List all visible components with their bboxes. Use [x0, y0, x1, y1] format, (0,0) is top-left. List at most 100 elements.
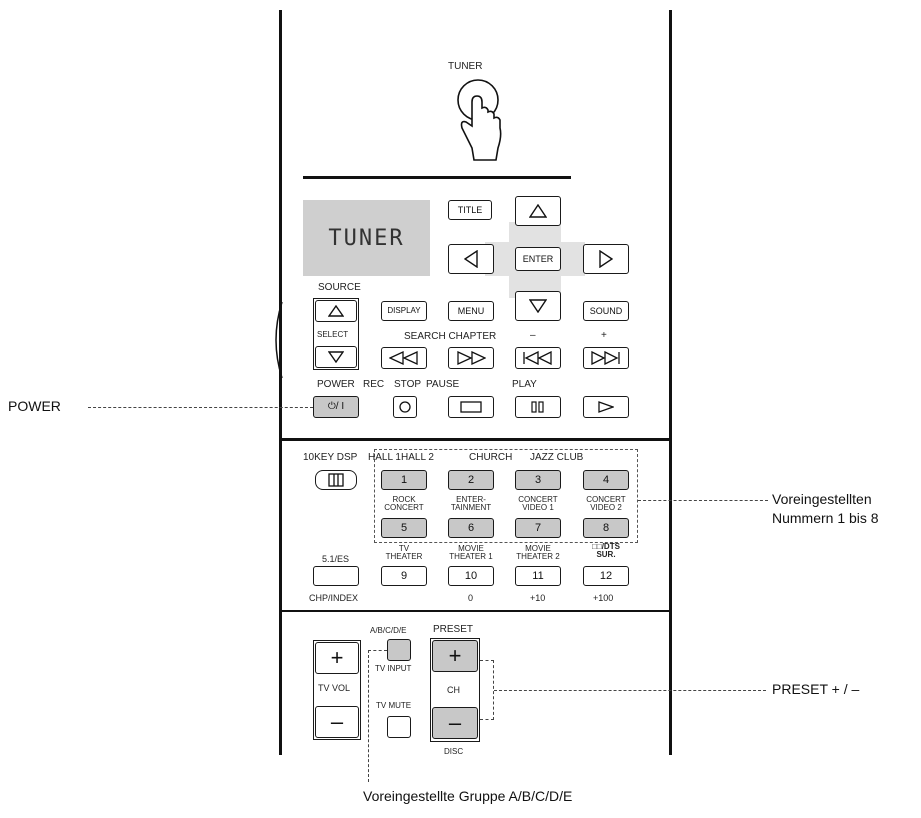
- preset-numbers-bracket: [374, 449, 638, 543]
- dsp-label-2: HALL 2: [401, 452, 434, 463]
- number-button-6[interactable]: 6: [448, 518, 494, 538]
- skip-forward-icon: [591, 351, 620, 365]
- dsp-label-7: CONCERT VIDEO 1: [518, 495, 558, 513]
- lcd-display-text: TUNER: [328, 225, 405, 251]
- remote-side-bulge: [275, 301, 283, 379]
- power-callout-line: [88, 407, 313, 408]
- power-button[interactable]: ⏻/ I: [313, 396, 359, 418]
- preset-bracket-bottom: [480, 719, 494, 720]
- skip-forward-button[interactable]: [583, 347, 629, 369]
- triangle-right-icon: [599, 250, 613, 268]
- preset-bracket-top: [480, 660, 494, 661]
- number-button-2[interactable]: 2: [448, 470, 494, 490]
- fast-forward-icon: [457, 351, 486, 365]
- tv-vol-up-button[interactable]: +: [315, 642, 359, 674]
- preset-numbers-callout-2: Nummern 1 bis 8: [772, 510, 879, 526]
- sound-button[interactable]: SOUND: [583, 301, 629, 321]
- tv-vol-rocker: [313, 640, 361, 740]
- play-triangle-icon: [598, 401, 614, 413]
- stop-label: STOP: [394, 379, 422, 390]
- chp-index-label: CHP/INDEX: [309, 593, 359, 603]
- tv-mute-button[interactable]: [387, 716, 411, 738]
- preset-minus-button[interactable]: –: [432, 707, 478, 739]
- dsp-label-8: CONCERT VIDEO 2: [586, 495, 626, 513]
- dsp-label-4: JAZZ CLUB: [530, 452, 584, 463]
- number-button-7[interactable]: 7: [515, 518, 561, 538]
- ch-label: CH: [447, 685, 460, 695]
- pause-button[interactable]: [515, 396, 561, 418]
- skip-back-button[interactable]: [515, 347, 561, 369]
- mode-switch[interactable]: [315, 470, 357, 490]
- preset-label: PRESET: [433, 624, 474, 635]
- left-button[interactable]: [448, 244, 494, 274]
- finger-press-icon: [457, 79, 502, 161]
- number-button-10[interactable]: 10: [448, 566, 494, 586]
- pause-label: PAUSE: [426, 379, 460, 390]
- record-circle-icon: [399, 401, 411, 413]
- source-label: SOURCE: [318, 282, 361, 293]
- triangle-down-icon: [529, 299, 547, 313]
- source-down-button[interactable]: [315, 346, 357, 368]
- remote-right-edge: [669, 10, 672, 755]
- preset-rocker: [430, 638, 480, 742]
- number-button-11[interactable]: 11: [515, 566, 561, 586]
- abcde-label: A/B/C/D/E: [370, 626, 407, 635]
- preset-numbers-callout-line: [638, 500, 768, 501]
- tv-input-button[interactable]: [387, 639, 411, 661]
- number-button-4[interactable]: 4: [583, 470, 629, 490]
- dsp-label-12: □□/DTS SUR.: [592, 542, 620, 560]
- separator-bottom: [282, 610, 670, 612]
- title-button[interactable]: TITLE: [448, 200, 492, 220]
- fast-forward-button[interactable]: [448, 347, 494, 369]
- number-button-5[interactable]: 5: [381, 518, 427, 538]
- mode-label: 10KEY DSP: [303, 452, 358, 463]
- zero-label: 0: [468, 593, 474, 603]
- source-up-button[interactable]: [315, 300, 357, 322]
- preset-group-bracket: [368, 650, 387, 651]
- up-button[interactable]: [515, 196, 561, 226]
- triangle-up-icon: [328, 305, 344, 317]
- play-button[interactable]: [583, 396, 629, 418]
- rewind-icon: [389, 351, 418, 365]
- dsp-label-1: HALL 1: [368, 452, 401, 463]
- preset-plus-button[interactable]: +: [432, 640, 478, 672]
- dsp-label-11: MOVIE THEATER 2: [516, 544, 560, 562]
- rewind-button[interactable]: [381, 347, 427, 369]
- tv-vol-label: TV VOL: [318, 683, 351, 693]
- dsp-label-10: MOVIE THEATER 1: [449, 544, 493, 562]
- rec-label: REC: [363, 379, 385, 390]
- preset-bracket-side: [493, 660, 494, 720]
- number-button-9[interactable]: 9: [381, 566, 427, 586]
- tv-mute-label: TV MUTE: [376, 701, 412, 710]
- number-button-8[interactable]: 8: [583, 518, 629, 538]
- number-button-1[interactable]: 1: [381, 470, 427, 490]
- number-button-3[interactable]: 3: [515, 470, 561, 490]
- select-label: SELECT: [317, 330, 349, 339]
- slide-switch-icon: [328, 473, 344, 487]
- display-button[interactable]: DISPLAY: [381, 301, 427, 321]
- triangle-down-icon: [328, 351, 344, 363]
- enter-button[interactable]: ENTER: [515, 247, 561, 271]
- disc-label: DISC: [444, 747, 464, 756]
- power-label: POWER: [317, 379, 355, 390]
- separator-top: [303, 176, 571, 179]
- preset-plusminus-callout-line: [494, 690, 766, 691]
- menu-button[interactable]: MENU: [448, 301, 494, 321]
- skip-back-icon: [523, 351, 552, 365]
- dsp-label-9: TV THEATER: [385, 544, 423, 562]
- right-button[interactable]: [583, 244, 629, 274]
- stop-square-icon: [460, 401, 482, 413]
- es-button[interactable]: [313, 566, 359, 586]
- rec-button[interactable]: [393, 396, 417, 418]
- remote-left-edge: [279, 10, 282, 755]
- lcd-display: TUNER: [303, 200, 430, 276]
- down-button[interactable]: [515, 291, 561, 321]
- tv-input-label: TV INPUT: [375, 664, 412, 673]
- search-minus-label: –: [530, 330, 536, 341]
- tv-vol-down-button[interactable]: –: [315, 706, 359, 738]
- pause-icon: [531, 401, 544, 413]
- power-callout: POWER: [8, 398, 61, 414]
- stop-button[interactable]: [448, 396, 494, 418]
- number-button-12[interactable]: 12: [583, 566, 629, 586]
- separator-middle: [282, 438, 670, 441]
